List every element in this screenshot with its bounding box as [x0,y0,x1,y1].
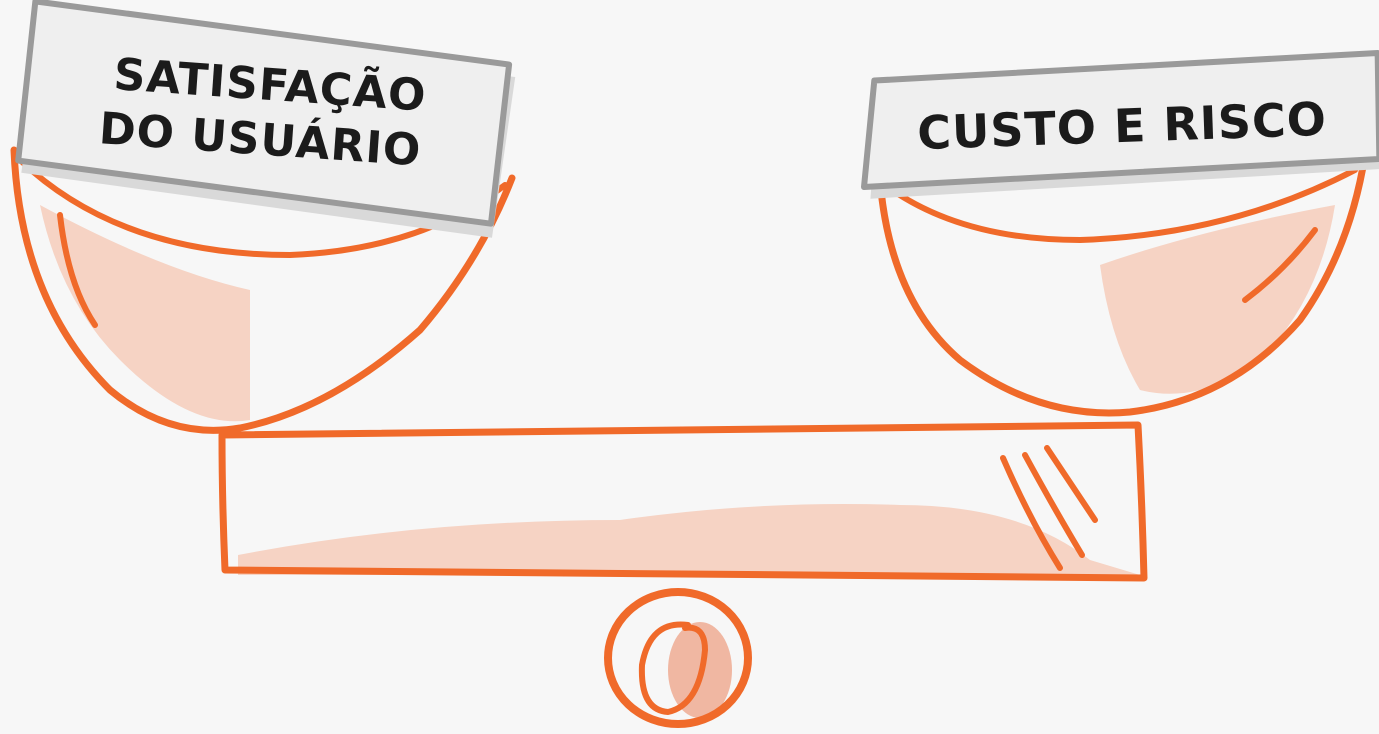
scale-beam [218,421,1148,582]
beam-outline [218,421,1148,582]
right-label-paper [861,49,1379,190]
right-pan-outline [876,151,1369,417]
left-label-card: SATISFAÇÃO DO USUÁRIO [15,0,516,238]
beam-shine-3 [1044,445,1098,523]
left-pan-outline [10,146,516,434]
left-label-paper [15,0,513,227]
left-pan-fill [40,205,250,422]
right-pan-fill [1100,205,1335,394]
right-pan-highlight [1242,227,1318,303]
left-pan [10,146,516,434]
fulcrum [604,588,752,728]
beam-shine-2 [1022,452,1085,558]
right-pan-rim [882,167,1358,244]
right-pan [876,151,1369,417]
beam-fill [238,504,1140,575]
left-pan-highlight [57,212,98,328]
right-label-card: CUSTO E RISCO [861,49,1379,199]
fulcrum-outer [604,588,752,728]
fulcrum-inner [638,621,709,716]
beam-shine-1 [1000,455,1063,571]
